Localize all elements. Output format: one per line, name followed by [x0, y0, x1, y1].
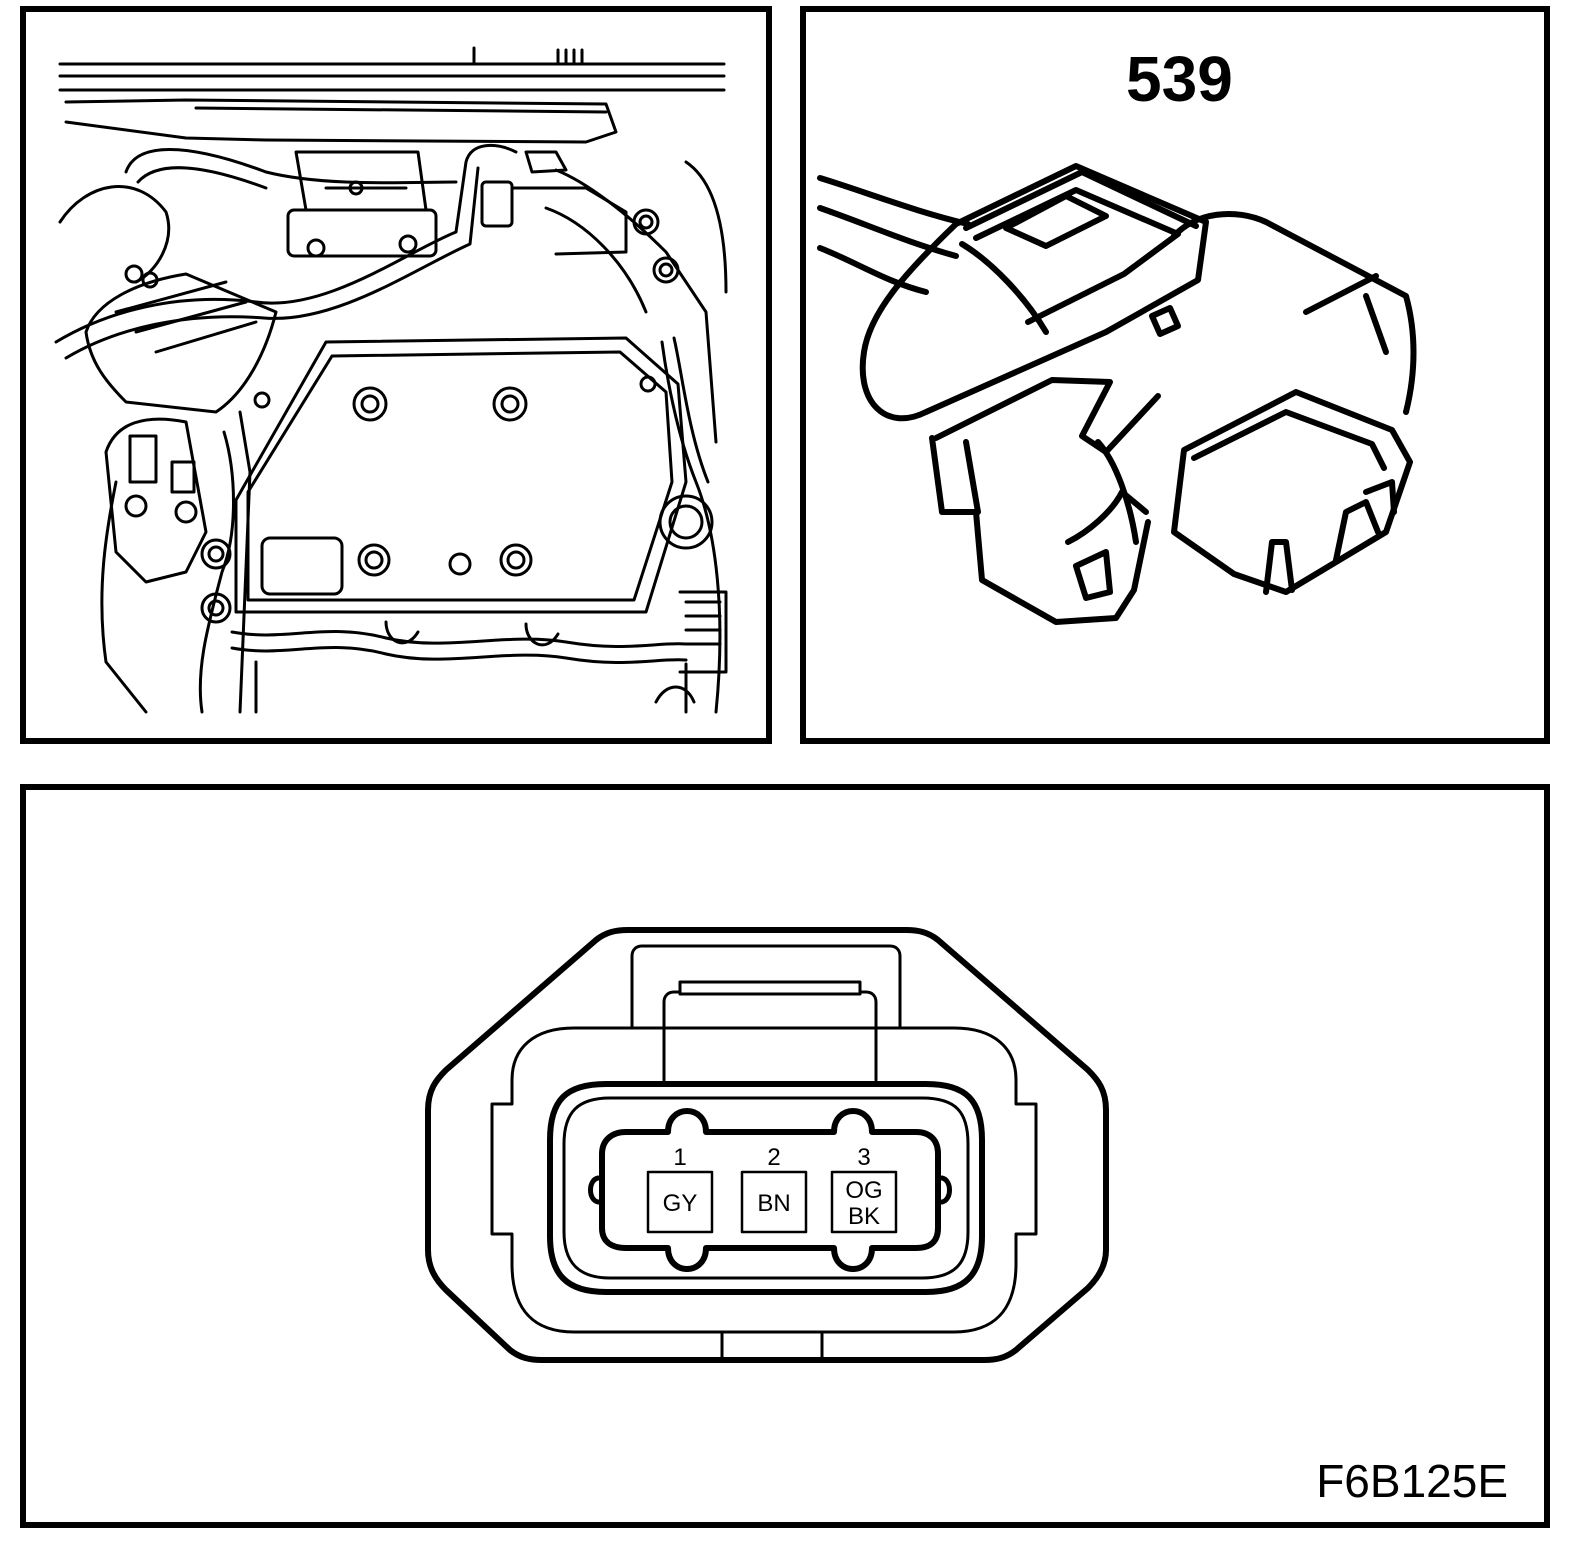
figure-code: F6B125E	[1316, 1455, 1508, 1507]
connector-face-panel: 1 2 3 GY BN OG BK F6B125E	[20, 784, 1550, 1528]
pin-2-number: 2	[767, 1144, 780, 1171]
pin-3-wire-color-stripe: BK	[848, 1203, 880, 1230]
pin-2-wire-color: BN	[757, 1190, 790, 1217]
connector-3d-illustration	[817, 163, 1417, 625]
engine-bay-illustration	[54, 46, 728, 714]
connector-id-label: 539	[1126, 43, 1233, 115]
pin-3-number: 3	[857, 1144, 870, 1171]
connector-3d-panel: 539	[800, 6, 1550, 744]
connector-face-illustration: 1 2 3 GY BN OG BK	[425, 927, 1109, 1363]
pin-1-wire-color: GY	[663, 1190, 698, 1217]
pin-1-number: 1	[673, 1144, 686, 1171]
engine-location-panel	[20, 6, 772, 744]
pin-3-wire-color-primary: OG	[845, 1177, 882, 1204]
